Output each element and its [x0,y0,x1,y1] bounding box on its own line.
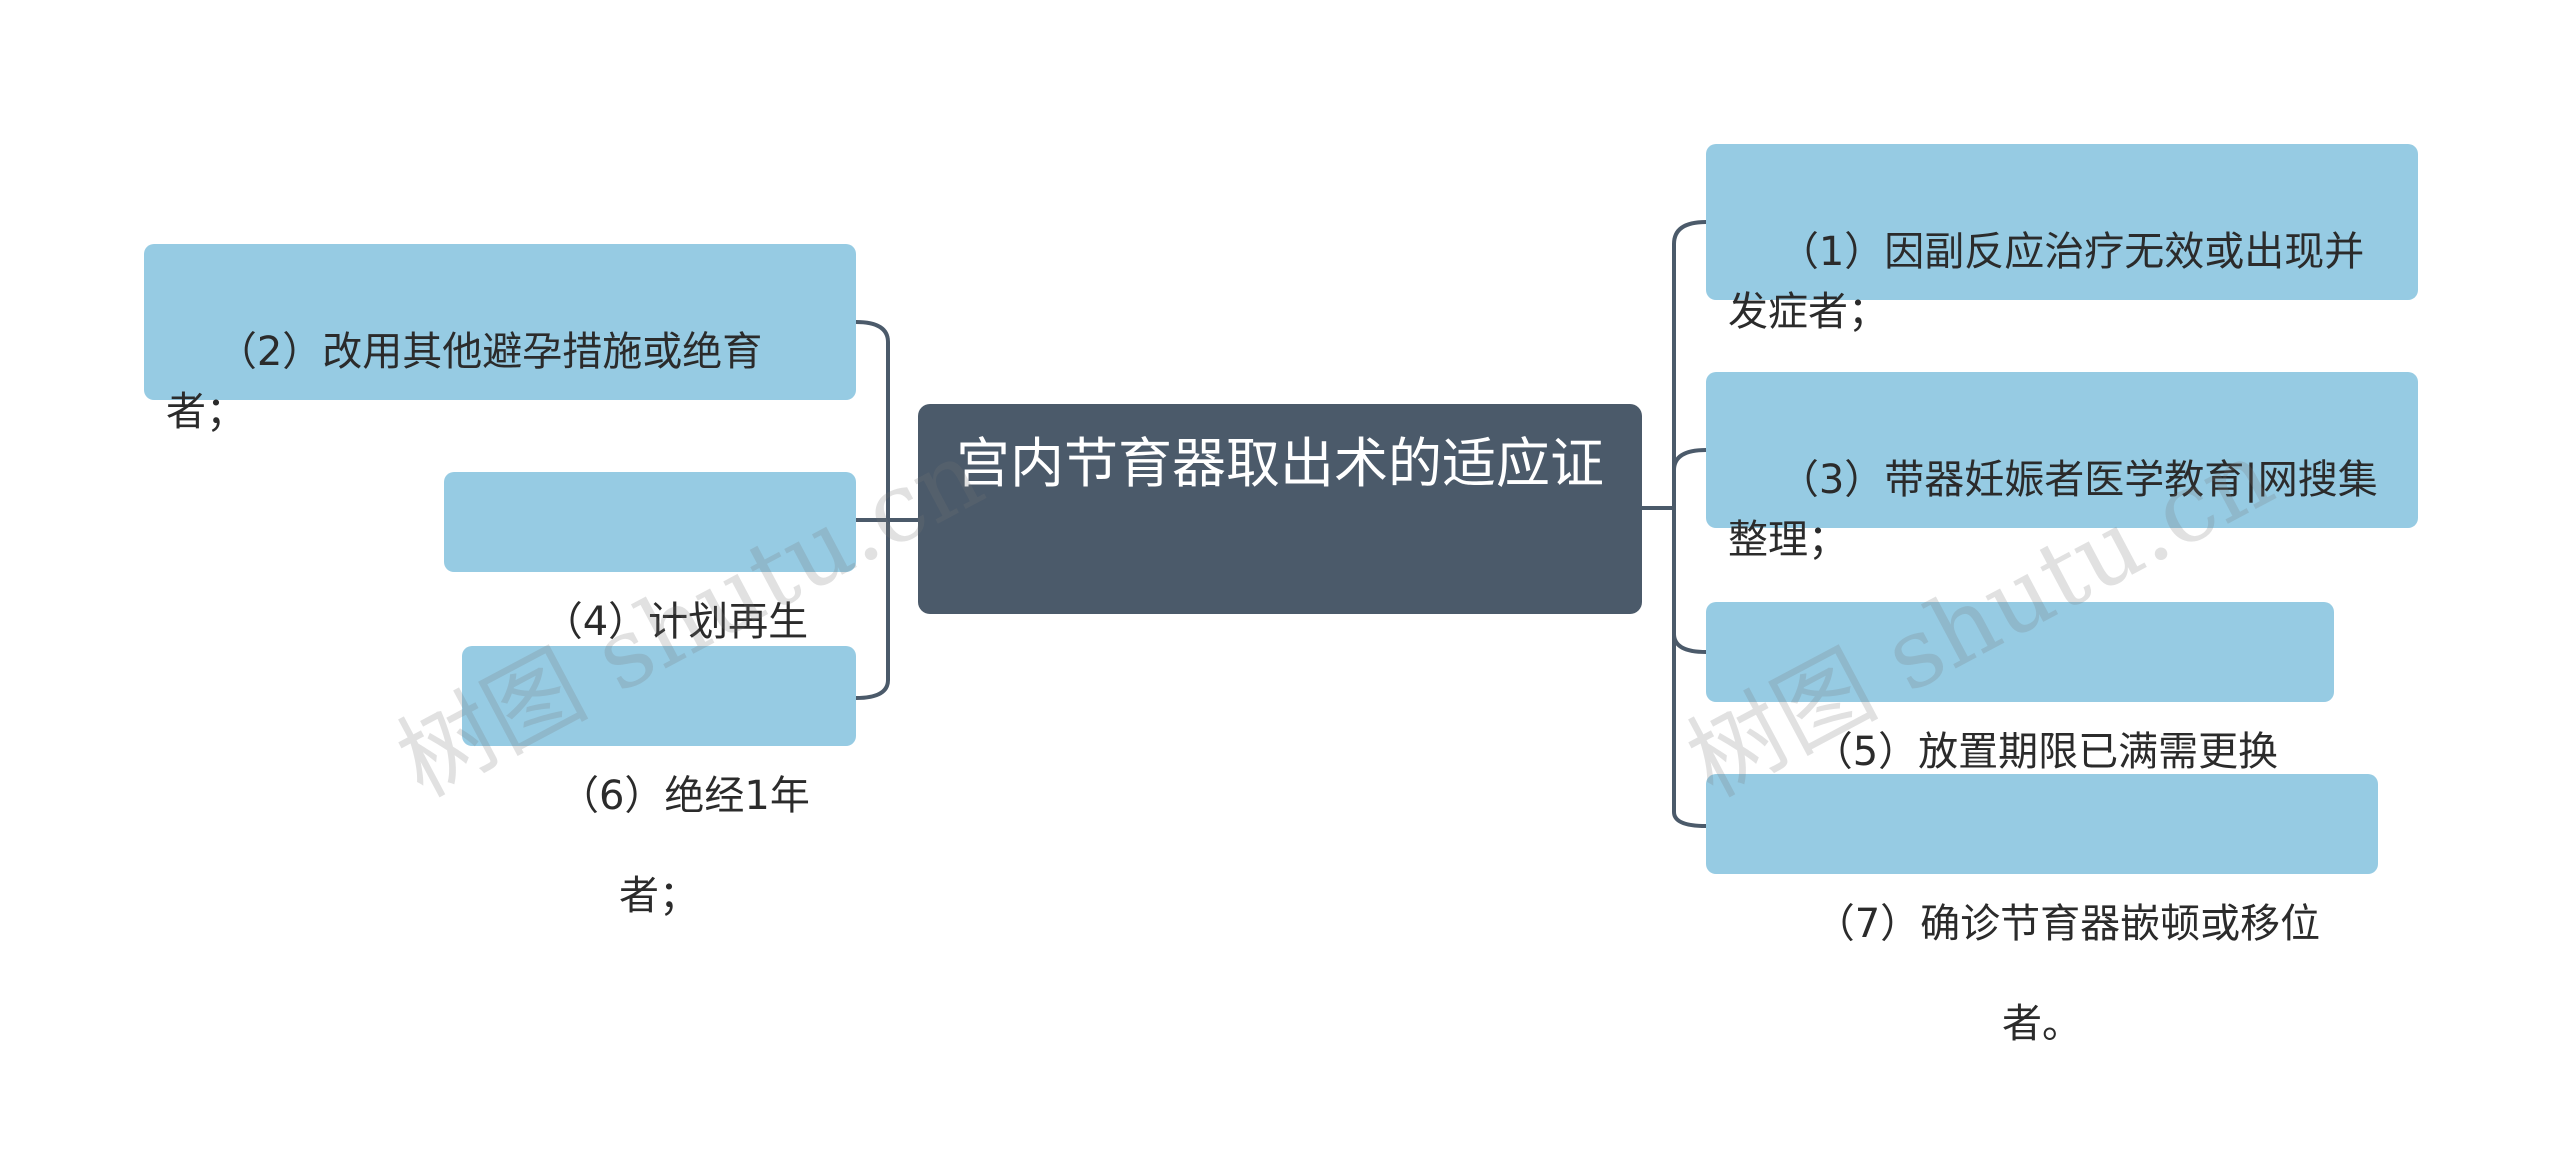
branch-node-1-label: （1）因副反应治疗无效或出现并发症者； [1728,229,2365,335]
connector-left-1 [855,320,890,343]
connector-right-1 [1672,220,1707,245]
connector-right-3 [1672,633,1707,654]
branch-node-3[interactable]: （3）带器妊娠者医学教育|网搜集整理； [1706,372,2418,563]
connector-right-4 [1672,811,1707,828]
branch-node-4[interactable]: （4）计划再生者； [444,472,856,745]
branch-node-2[interactable]: （2）改用其他避孕措施或绝育者； [144,244,856,435]
connector-lines [855,220,1707,828]
root-node-label: 宫内节育器取出术的适应证 [956,432,1604,495]
branch-node-3-label: （3）带器妊娠者医学教育|网搜集整理； [1728,457,2378,563]
branch-node-1[interactable]: （1）因副反应治疗无效或出现并发症者； [1706,144,2418,335]
mind-map-canvas: 宫内节育器取出术的适应证 （2）改用其他避孕措施或绝育者； （4）计划再生者； … [144,144,2418,1047]
branch-node-6-label: （6）绝经1年者； [558,773,810,919]
branch-node-6[interactable]: （6）绝经1年者； [462,646,856,919]
root-node[interactable]: 宫内节育器取出术的适应证 [918,404,1642,614]
branch-node-2-label: （2）改用其他避孕措施或绝育者； [166,329,763,435]
branch-node-7[interactable]: （7）确诊节育器嵌顿或移位者。 [1706,774,2378,1047]
connector-right-2 [1672,448,1707,471]
branch-node-5[interactable]: （5）放置期限已满需更换者； [1706,602,2334,875]
connector-left-3 [855,679,890,700]
